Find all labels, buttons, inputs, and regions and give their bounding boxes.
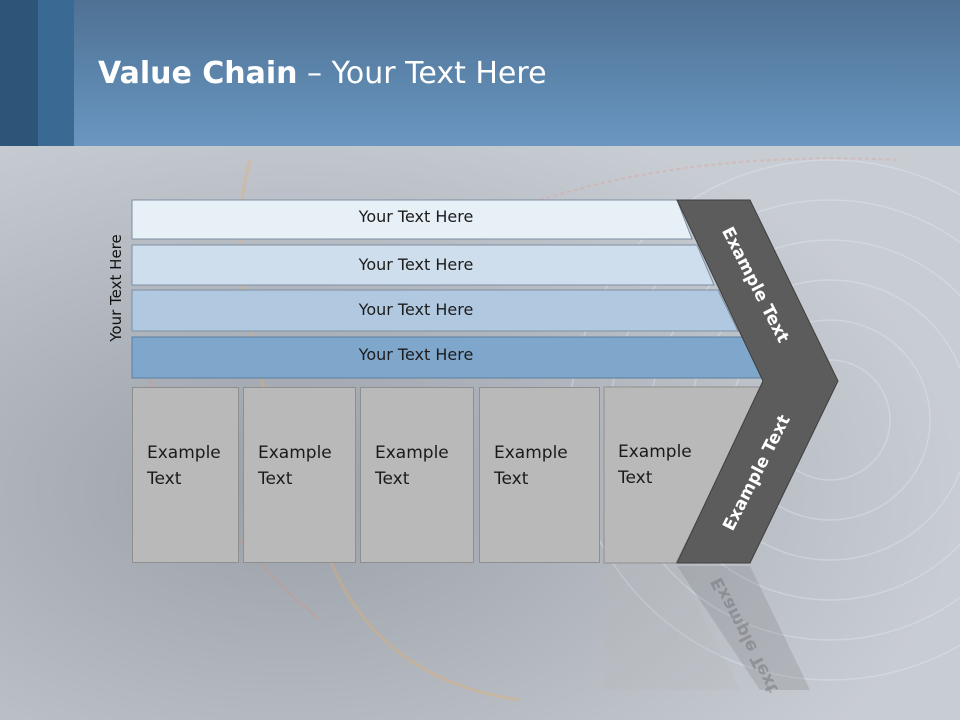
box-shape-5 xyxy=(603,386,764,564)
box-line2: Text xyxy=(494,469,529,489)
band-label-3: Your Text Here xyxy=(358,300,474,319)
band-shape-3 xyxy=(131,289,739,332)
box-reflection-5 xyxy=(604,566,740,690)
header-accent-strip xyxy=(0,0,38,146)
title-bold: Value Chain xyxy=(98,56,298,91)
box-line2: Text xyxy=(147,469,182,489)
page-title: Value Chain – Your Text Here xyxy=(98,52,547,96)
box-line1: Example xyxy=(258,443,332,463)
box-line2: Text xyxy=(258,469,293,489)
box-line2: Text xyxy=(375,469,410,489)
band-shape-1 xyxy=(131,199,693,240)
band-label-2: Your Text Here xyxy=(358,255,474,274)
band-shape-2 xyxy=(131,244,715,286)
header-bar: Value Chain – Your Text Here xyxy=(0,0,960,146)
header-accent-strip xyxy=(38,0,74,146)
title-rest: – Your Text Here xyxy=(297,56,547,91)
band-label-1: Your Text Here xyxy=(358,207,474,226)
box-line1: Example xyxy=(618,442,692,462)
chevron-shape xyxy=(676,199,839,564)
box-line1: Example xyxy=(147,443,221,463)
box-line2: Text xyxy=(618,468,653,488)
chevron-reflection xyxy=(677,566,810,690)
box-line1: Example xyxy=(494,443,568,463)
box-line1: Example xyxy=(375,443,449,463)
band-label-4: Your Text Here xyxy=(358,345,474,364)
